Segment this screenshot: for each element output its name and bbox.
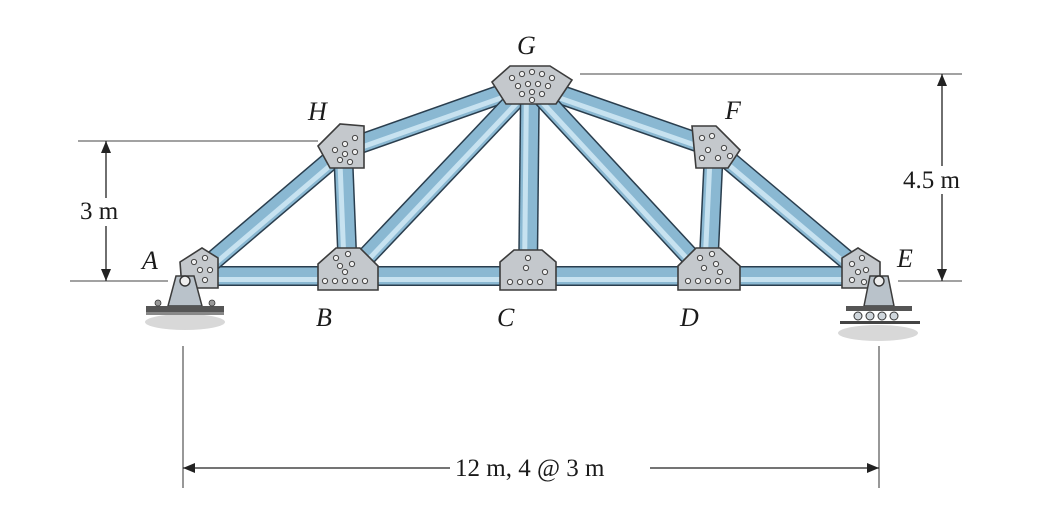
bolt-icon: [524, 80, 532, 88]
bolt-icon: [348, 260, 356, 268]
bolt-icon: [522, 264, 530, 272]
bolt-icon: [206, 266, 214, 274]
joint-label-a: A: [140, 246, 158, 275]
dimension-right-height-label: 4.5 m: [903, 167, 961, 194]
bolt-icon: [536, 278, 544, 286]
bolt-icon: [848, 260, 856, 268]
gusset-plate-f: [691, 125, 742, 169]
bolt-icon: [201, 276, 209, 284]
bolt-icon: [331, 277, 339, 285]
bolt-icon: [698, 134, 706, 142]
bolt-icon: [534, 80, 542, 88]
bolt-icon: [698, 154, 706, 162]
bolt-icon: [516, 278, 524, 286]
bolt-icon: [704, 146, 712, 154]
dimension-span: [182, 346, 880, 488]
bolt-icon: [714, 154, 722, 162]
dimension-left-height-label: 3 m: [80, 198, 119, 225]
bolt-icon: [518, 90, 526, 98]
bolt-icon: [196, 266, 204, 274]
gusset-plate-h: [317, 123, 365, 169]
bolt-icon: [336, 262, 344, 270]
bolt-icon: [708, 250, 716, 258]
gusset-plate-b: [317, 247, 379, 291]
bolt-icon: [716, 268, 724, 276]
bolt-icon: [848, 276, 856, 284]
bolt-icon: [346, 158, 354, 166]
bolt-icon: [714, 277, 722, 285]
bolt-icon: [528, 96, 536, 104]
bolt-icon: [700, 264, 708, 272]
bolt-icon: [331, 146, 339, 154]
bolt-icon: [712, 260, 720, 268]
bolt-icon: [541, 268, 549, 276]
bolt-icon: [684, 277, 692, 285]
bolt-icon: [332, 254, 340, 262]
bolt-icon: [341, 268, 349, 276]
bolt-icon: [854, 268, 862, 276]
member-gc: [518, 83, 540, 277]
bolt-icon: [508, 74, 516, 82]
ground-left: [145, 314, 225, 330]
bolt-icon: [548, 74, 556, 82]
bolt-icon: [858, 254, 866, 262]
joint-label-f: F: [724, 96, 742, 125]
bolt-icon: [528, 88, 536, 96]
joint-label-b: B: [316, 303, 332, 332]
bolt-icon: [708, 132, 716, 140]
gusset-plate-g: [490, 65, 574, 105]
bolt-icon: [351, 148, 359, 156]
bolt-icon: [514, 82, 522, 90]
joint-label-d: D: [679, 303, 699, 332]
bolt-icon: [860, 278, 868, 286]
bolt-icon: [341, 150, 349, 158]
bolt-icon: [506, 278, 514, 286]
dimension-left-height: [70, 140, 318, 282]
bolt-icon: [862, 266, 870, 274]
bolt-icon: [351, 134, 359, 142]
bolt-icon: [336, 156, 344, 164]
roller-support-e: [840, 275, 920, 324]
member-fe: [707, 140, 873, 284]
member-hg: [339, 74, 534, 160]
bolt-icon: [201, 254, 209, 262]
bolt-icon: [518, 70, 526, 78]
bolt-icon: [538, 90, 546, 98]
bolt-icon: [344, 250, 352, 258]
joint-label-e: E: [896, 244, 913, 273]
ground-right: [838, 325, 918, 341]
dimension-right-height: [580, 73, 980, 282]
joint-label-g: G: [517, 31, 536, 60]
bolt-icon: [351, 277, 359, 285]
member-ah: [188, 142, 350, 284]
bolt-icon: [538, 70, 546, 78]
joint-label-h: H: [307, 97, 328, 126]
gusset-plate-c: [499, 249, 557, 291]
bolt-icon: [361, 277, 369, 285]
bolt-icon: [528, 68, 536, 76]
bolt-icon: [526, 278, 534, 286]
bolt-icon: [524, 254, 532, 262]
bolt-icon: [341, 277, 349, 285]
gusset-plate-d: [677, 247, 741, 291]
joint-label-c: C: [497, 303, 515, 332]
bolt-icon: [321, 277, 329, 285]
member-gd: [522, 77, 716, 283]
bolt-icon: [190, 258, 198, 266]
member-bg: [340, 77, 538, 283]
bolt-icon: [696, 254, 704, 262]
bolt-icon: [704, 277, 712, 285]
dimension-span-label: 12 m, 4 @ 3 m: [455, 455, 605, 482]
bolt-icon: [341, 140, 349, 148]
bolt-icon: [544, 82, 552, 90]
bolt-icon: [720, 144, 728, 152]
bolt-icon: [724, 277, 732, 285]
bolt-icon: [694, 277, 702, 285]
bolt-icon: [726, 152, 734, 160]
pin-support-a: [146, 275, 224, 315]
